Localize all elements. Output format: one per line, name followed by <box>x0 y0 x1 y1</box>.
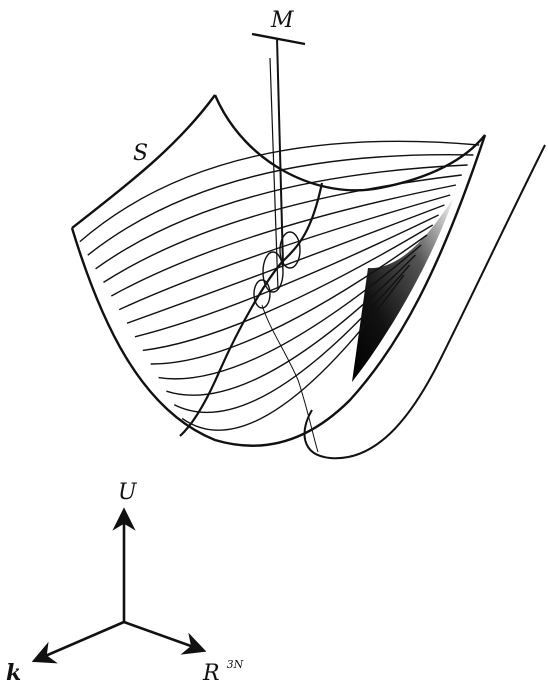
surface-front-edge <box>72 135 485 446</box>
manifold-label: M <box>270 8 294 33</box>
manifold-projection-line <box>270 58 278 290</box>
coordinate-axes <box>36 512 202 660</box>
space-axis-label: R 3N <box>202 658 244 684</box>
space-axis-label-superscript: 3N <box>227 658 244 671</box>
manifold-bar <box>252 34 305 44</box>
space-axis-label-base: R <box>202 661 220 684</box>
space-axis-arrow <box>124 622 202 650</box>
reaction-path-curve <box>180 183 322 436</box>
energy-axis-label: U <box>118 480 138 505</box>
parameter-axis-label: k <box>6 660 21 684</box>
parameter-axis-arrow <box>36 622 124 660</box>
surface-label: S <box>133 141 148 166</box>
